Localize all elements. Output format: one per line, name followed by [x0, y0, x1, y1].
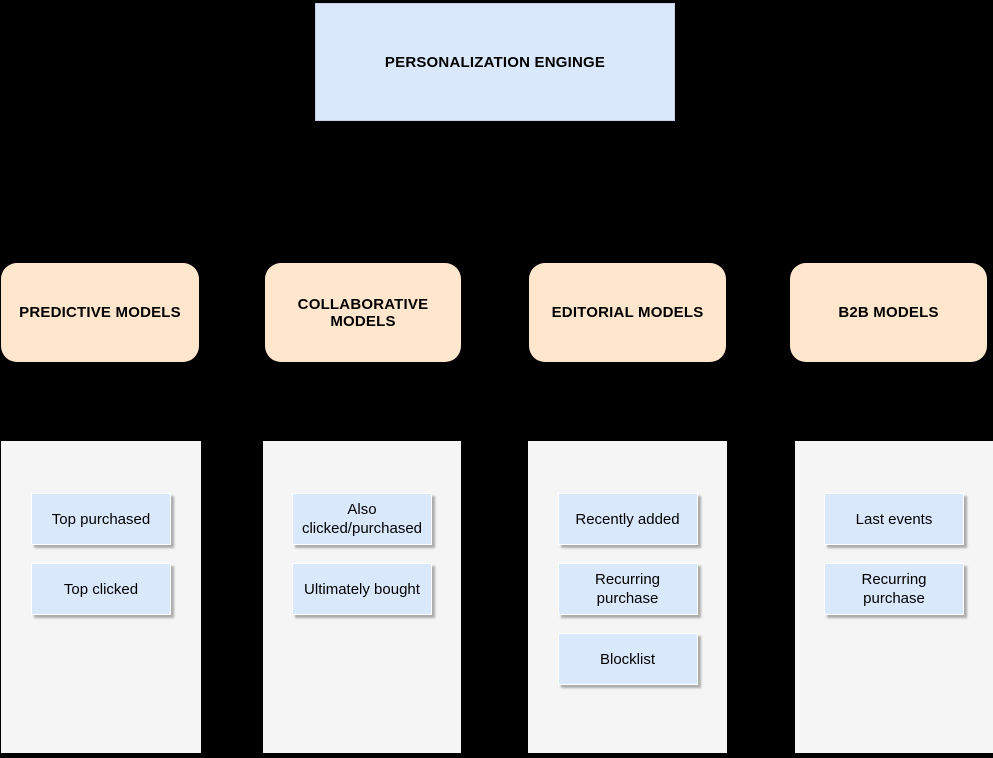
node-b2b-models-label: B2B MODELS: [838, 304, 939, 321]
model-item: Ultimately bought: [292, 563, 432, 615]
model-item: Recently added: [557, 493, 698, 545]
node-predictive-models: PREDICTIVE MODELS: [1, 263, 199, 362]
group-b2b-models: Last events Recurring purchase: [795, 441, 993, 753]
group-editorial-models: Recently added Recurring purchase Blockl…: [528, 441, 727, 753]
model-item: Top purchased: [31, 493, 171, 545]
node-collaborative-models-label: COLLABORATIVE MODELS: [297, 295, 429, 330]
node-predictive-models-label: PREDICTIVE MODELS: [19, 304, 181, 321]
group-predictive-models: Top purchased Top clicked: [1, 441, 201, 753]
node-collaborative-models: COLLABORATIVE MODELS: [265, 263, 461, 362]
model-item: Recurring purchase: [557, 563, 698, 615]
model-item: Top clicked: [31, 563, 171, 615]
node-b2b-models: B2B MODELS: [790, 263, 987, 362]
model-item: Recurring purchase: [824, 563, 964, 615]
group-collaborative-models: Also clicked/purchased Ultimately bought: [263, 441, 461, 753]
node-personalization-engine-label: PERSONALIZATION ENGINGE: [384, 53, 606, 71]
model-item: Last events: [824, 493, 964, 545]
model-item: Also clicked/purchased: [292, 493, 432, 545]
node-editorial-models-label: EDITORIAL MODELS: [551, 304, 704, 321]
node-editorial-models: EDITORIAL MODELS: [529, 263, 726, 362]
model-item: Blocklist: [557, 633, 698, 685]
node-personalization-engine: PERSONALIZATION ENGINGE: [315, 3, 675, 121]
